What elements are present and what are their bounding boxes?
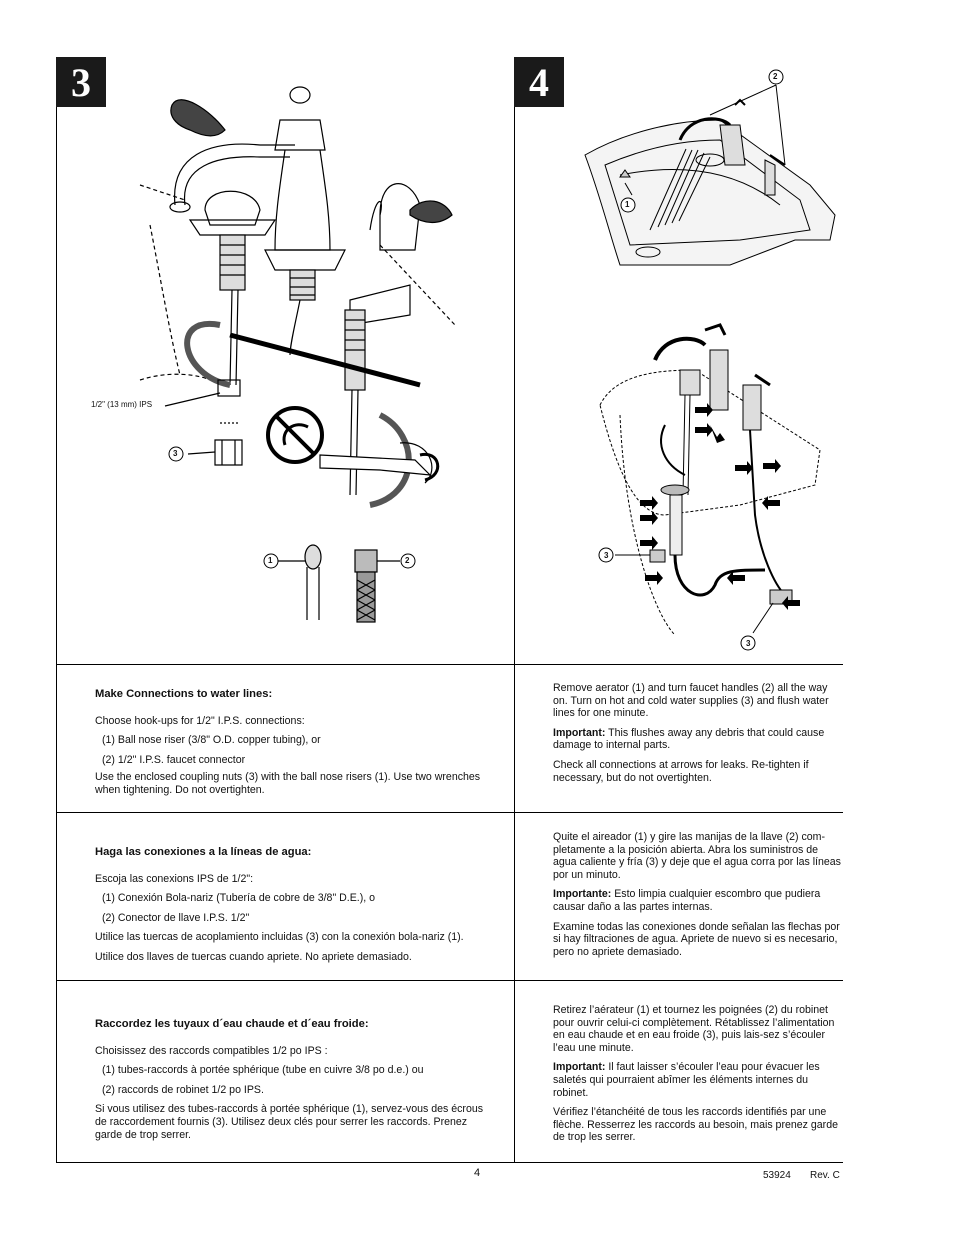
left-frame-line bbox=[56, 107, 57, 1163]
revision-label: Rev. C bbox=[810, 1170, 840, 1181]
french-important-para: Important: Il faut laisser s’écouler l’e… bbox=[553, 1061, 843, 1099]
english-option-2: (2) 1/2" I.P.S. faucet connector bbox=[102, 753, 246, 766]
french-instructions-step3: Raccordez les tuyaux d´eau chaude et d´e… bbox=[95, 1018, 495, 1148]
french-flush-para: Retirez l’aérateur (1) et tournez les po… bbox=[553, 1004, 835, 1054]
faucet-connection-illustration bbox=[139, 86, 456, 623]
callout-1-riser: 1 bbox=[268, 556, 273, 565]
divider-row-1 bbox=[56, 664, 843, 665]
english-important-label: Important: bbox=[553, 726, 606, 739]
spanish-flush-para: Quite el aireador (1) y gire las manijas… bbox=[553, 831, 841, 881]
callout-3-supply-left: 3 bbox=[604, 551, 609, 560]
callout-2-connector: 2 bbox=[405, 556, 410, 565]
french-option-2: (2) raccords de robinet 1/2 po IPS. bbox=[102, 1083, 264, 1096]
french-important-text: Il faut laisser s’écouler l’eau pour éva… bbox=[553, 1061, 820, 1099]
french-check-para: Vérifiez l’étanchéité de tous les raccor… bbox=[553, 1106, 838, 1144]
french-choose-line: Choisissez des raccords compatibles 1/2 … bbox=[95, 1044, 328, 1057]
ips-size-label: 1/2" (13 mm) IPS bbox=[91, 400, 153, 409]
spanish-important-para: Importante: Esto limpia cualquier escomb… bbox=[553, 888, 843, 913]
spanish-choose-line: Escoja las conexions IPS de 1/2": bbox=[95, 872, 254, 885]
spanish-option-1: (1) Conexión Bola-nariz (Tubería de cobr… bbox=[102, 892, 376, 905]
english-important-para: Important: This flushes away any debris … bbox=[553, 727, 843, 752]
callout-3-nut: 3 bbox=[173, 449, 178, 458]
divider-row-3 bbox=[56, 980, 843, 981]
spanish-important-label: Importante: bbox=[553, 888, 612, 901]
french-option-1: (1) tubes-raccords à portée sphérique (t… bbox=[102, 1064, 424, 1077]
english-important-text: This flushes away any debris that could … bbox=[553, 726, 825, 752]
callout-3-supply-right: 3 bbox=[746, 639, 751, 648]
english-coupling-note: Use the enclosed coupling nuts (3) with … bbox=[95, 771, 481, 796]
center-divider bbox=[514, 107, 515, 1163]
callout-1-aerator: 1 bbox=[625, 200, 630, 209]
spanish-check-para: Examine todas las conexiones donde señal… bbox=[553, 920, 840, 958]
french-important-label: Important: bbox=[553, 1061, 606, 1074]
spanish-option-2: (2) Conector de llave I.P.S. 1/2" bbox=[102, 911, 250, 924]
spanish-title: Haga las conexiones a la líneas de agua: bbox=[95, 846, 312, 858]
leak-check-illustration bbox=[598, 323, 821, 651]
flush-lines-illustration bbox=[584, 69, 836, 266]
english-option-1: (1) Ball nose riser (3/8" O.D. copper tu… bbox=[102, 734, 321, 747]
english-check-para: Check all connections at arrows for leak… bbox=[553, 758, 809, 784]
english-title: Make Connections to water lines: bbox=[95, 688, 273, 700]
callout-2-handles: 2 bbox=[773, 72, 778, 81]
english-flush-para: Remove aerator (1) and turn faucet handl… bbox=[553, 682, 829, 720]
english-instructions-step4: Remove aerator (1) and turn faucet handl… bbox=[553, 682, 843, 791]
divider-row-2 bbox=[56, 812, 843, 813]
step-4-badge: 4 bbox=[514, 57, 564, 107]
spanish-coupling-note: Utilice las tuercas de acoplamiento incl… bbox=[95, 931, 464, 944]
english-instructions-step3: Make Connections to water lines: Choose … bbox=[95, 688, 495, 804]
french-title: Raccordez les tuyaux d´eau chaude et d´e… bbox=[95, 1018, 369, 1030]
spanish-instructions-step4: Quite el aireador (1) y gire las manijas… bbox=[553, 831, 843, 965]
step-3-badge: 3 bbox=[56, 57, 106, 107]
french-instructions-step4: Retirez l’aérateur (1) et tournez les po… bbox=[553, 1004, 843, 1151]
english-choose-line: Choose hook-ups for 1/2" I.P.S. connecti… bbox=[95, 714, 305, 727]
document-number: 53924 bbox=[763, 1170, 791, 1181]
french-coupling-note: Si vous utilisez des tubes-raccords à po… bbox=[95, 1103, 484, 1141]
spanish-instructions-step3: Haga las conexiones a la líneas de agua:… bbox=[95, 846, 495, 971]
divider-bottom bbox=[56, 1162, 843, 1163]
spanish-wrench-note: Utilice dos llaves de tuercas cuando apr… bbox=[95, 950, 412, 963]
page-number: 4 bbox=[474, 1167, 481, 1179]
spanish-important-text: Esto limpia cualquier escombro que pudie… bbox=[553, 888, 821, 913]
